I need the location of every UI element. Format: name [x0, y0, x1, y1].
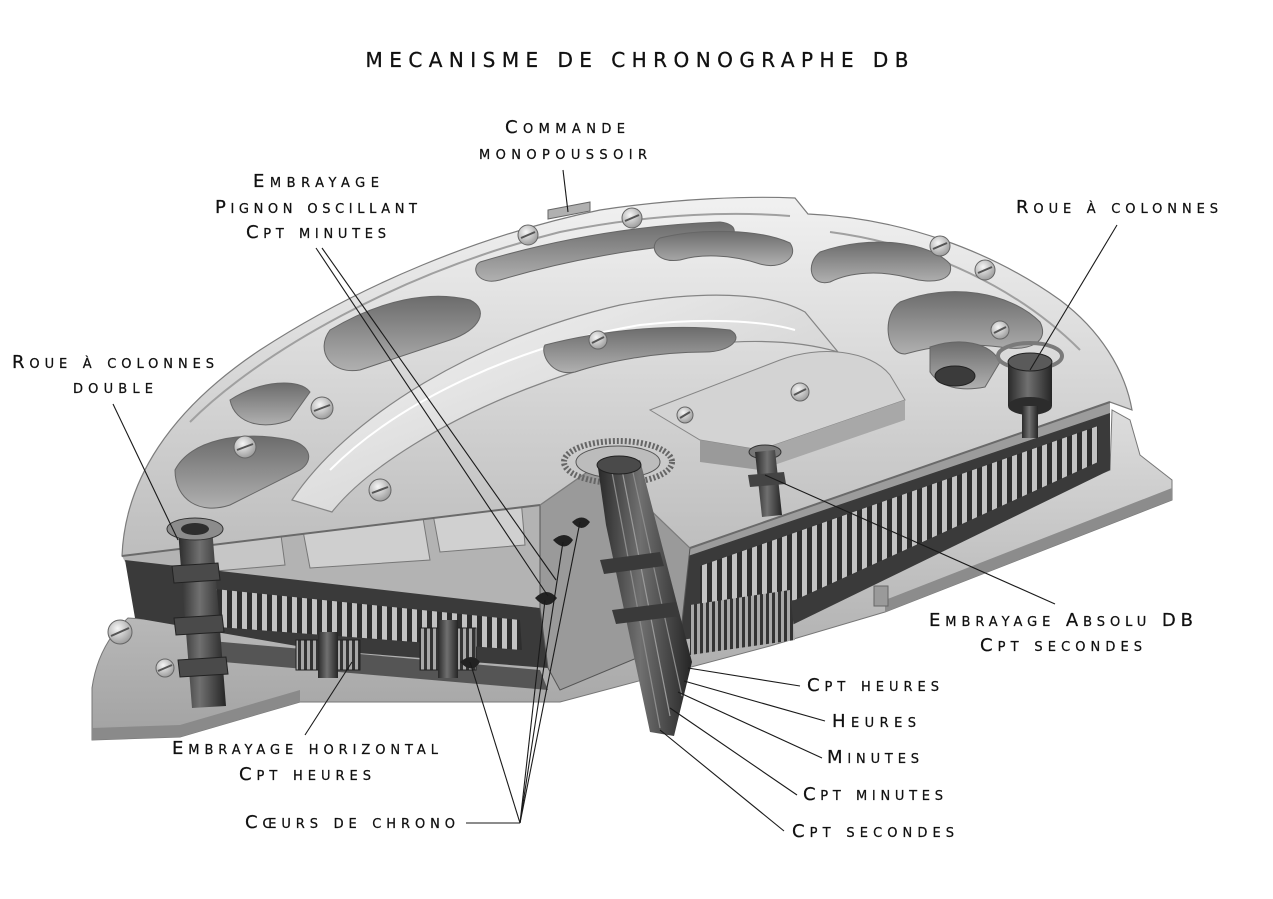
column-wheel-left	[166, 517, 229, 708]
label-commande-line2: monopoussoir	[479, 143, 647, 164]
screw	[155, 658, 175, 678]
label-coeurs-de-chrono: Cœurs de chrono	[245, 812, 455, 833]
screw	[621, 207, 643, 229]
label-roue-colonnes-double-line1: Roue à colonnes	[12, 352, 214, 373]
leader-cpt-secondes	[659, 729, 785, 832]
screw	[790, 382, 810, 402]
leader-coeurs-1	[469, 661, 521, 824]
label-cpt-minutes: Cpt minutes	[803, 784, 943, 805]
screw	[588, 330, 608, 350]
leader-embrayage-pignon-2	[321, 247, 557, 581]
leader-minutes	[677, 691, 823, 759]
leader-roue-colonnes	[1029, 224, 1118, 371]
label-embrayage-absolu-line1: Embrayage Absolu DB	[929, 610, 1193, 631]
leader-roue-colonnes-double	[112, 403, 179, 541]
screw	[929, 235, 951, 257]
leader-coeurs-4	[519, 521, 581, 824]
screw	[107, 619, 133, 645]
leader-cpt-heures	[687, 667, 801, 687]
leader-commande	[562, 169, 569, 213]
leader-embrayage-horizontal	[304, 661, 353, 736]
screws	[233, 207, 1010, 502]
label-cpt-secondes: Cpt secondes	[792, 821, 954, 842]
screw	[368, 478, 392, 502]
leader-cpt-minutes	[669, 707, 798, 796]
mechanism-illustration	[91, 196, 1173, 741]
screw	[676, 406, 694, 424]
central-staff	[561, 438, 692, 736]
screw	[517, 224, 539, 246]
leader-heures	[683, 680, 826, 722]
cut-section-right	[680, 402, 1110, 655]
label-embrayage-line2: Pignon oscillant	[215, 197, 417, 218]
label-heures: Heures	[832, 711, 916, 732]
diagram-title: MECANISME DE CHRONOGRAPHE DB	[366, 48, 909, 72]
leader-lines	[112, 169, 1118, 832]
leader-embrayage-pignon	[315, 247, 549, 597]
label-commande-line1: Commande	[505, 117, 625, 138]
label-roue-a-colonnes: Roue à colonnes	[1016, 197, 1218, 218]
label-minutes: Minutes	[827, 747, 919, 768]
leader-coeurs-3	[519, 541, 564, 824]
screw	[233, 435, 257, 459]
leader-coeurs-2	[519, 599, 546, 824]
label-cpt-heures: Cpt heures	[807, 675, 939, 696]
screw	[974, 259, 996, 281]
screw	[310, 396, 334, 420]
monopusher-command	[547, 201, 591, 220]
label-roue-colonnes-double-line2: double	[73, 377, 153, 398]
label-embrayage-line3: Cpt minutes	[246, 222, 386, 243]
label-embrayage-horizontal-line1: Embrayage horizontal	[172, 738, 439, 759]
label-embrayage-horizontal-line2: Cpt heures	[239, 764, 371, 785]
label-embrayage-line1: Embrayage	[253, 171, 379, 192]
right-bridge	[648, 351, 906, 470]
dark-disc	[934, 365, 976, 387]
label-embrayage-absolu-line2: Cpt secondes	[980, 635, 1142, 656]
absolute-clutch-shaft	[748, 444, 786, 517]
screw	[990, 320, 1010, 340]
leader-embrayage-absolu	[764, 474, 1056, 605]
